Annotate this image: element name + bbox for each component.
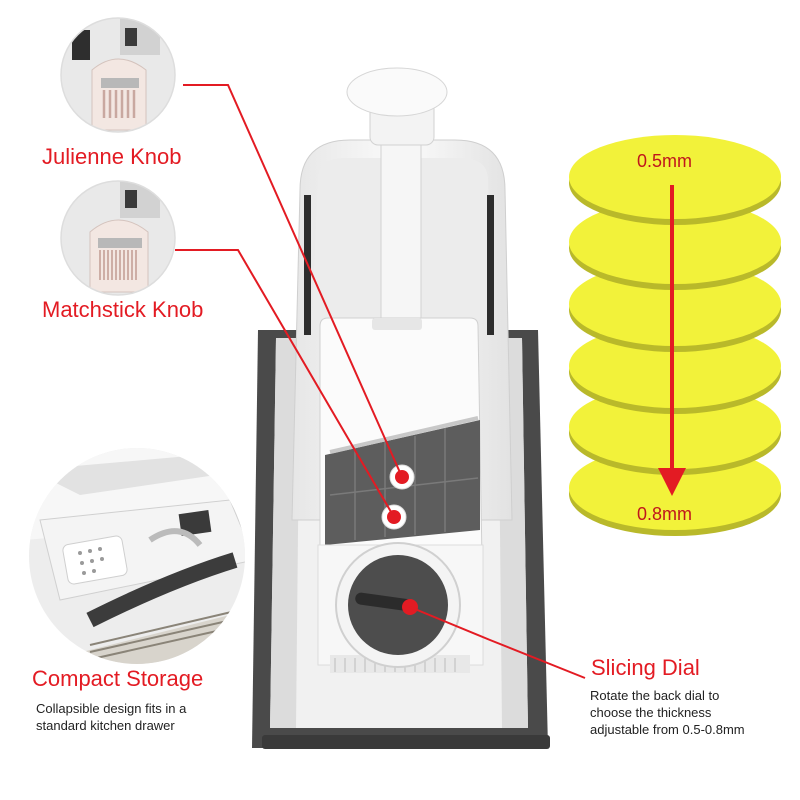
thickness-max-label: 0.8mm — [637, 504, 693, 524]
thickness-slices — [569, 135, 781, 536]
julienne-knob-label: Julienne Knob — [42, 144, 182, 169]
slicing-dial-title: Slicing Dial — [591, 655, 700, 680]
compact-storage-title: Compact Storage — [32, 666, 204, 691]
slice-disc — [569, 135, 781, 225]
dial-desc-line-3: adjustable from 0.5-0.8mm — [590, 722, 745, 737]
slicing-dial[interactable] — [335, 542, 461, 668]
slice-disc — [569, 200, 781, 290]
drawer-inset-photo — [29, 448, 245, 664]
dial-desc-line-1: Rotate the back dial to — [590, 688, 720, 703]
julienne-inset-photo — [61, 18, 175, 132]
matchstick-knob-label: Matchstick Knob — [42, 297, 204, 322]
slicing-dial-desc: Rotate the back dial to choose the thick… — [590, 687, 745, 738]
thickness-min-label: 0.5mm — [637, 151, 693, 171]
compact-desc-line-2: standard kitchen drawer — [36, 718, 175, 733]
dial-desc-line-2: choose the thickness — [590, 705, 712, 720]
thickness-arrow — [658, 185, 686, 496]
leader-lines — [175, 84, 586, 679]
compact-storage-desc: Collapsible design fits in a standard ki… — [36, 700, 186, 734]
matchstick-inset-photo — [61, 181, 175, 295]
compact-desc-line-1: Collapsible design fits in a — [36, 701, 187, 716]
